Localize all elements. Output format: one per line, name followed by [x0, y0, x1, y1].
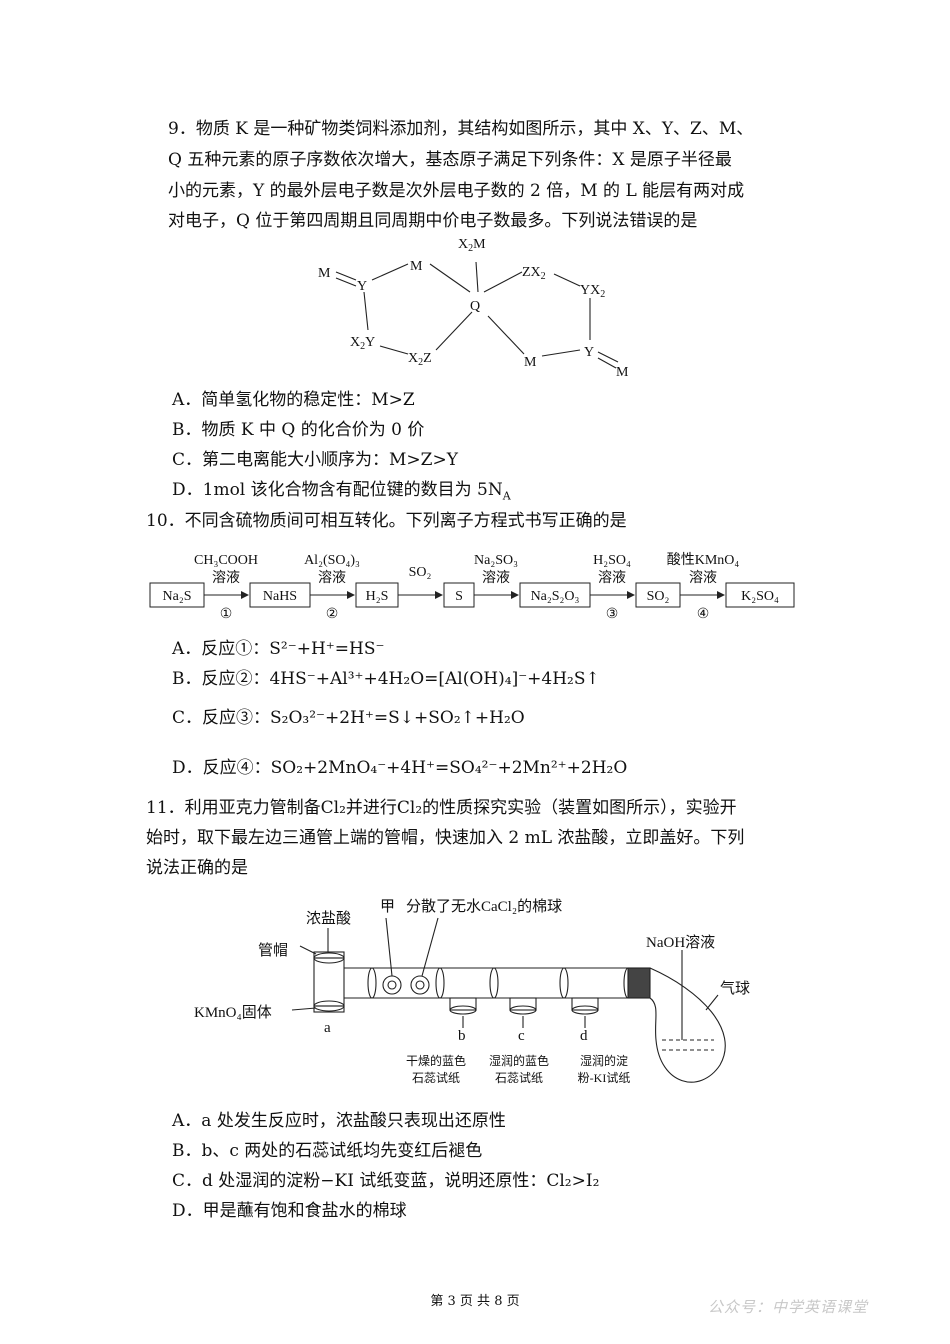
d-desc-line-1: 湿润的淀 [580, 1053, 628, 1068]
q9-option-c: C．第二电离能大小顺序为：M>Z>Y [172, 450, 458, 470]
q11-stem-line-2: 始时，取下最左边三通管上端的管帽，快速加入 2 mL 浓盐酸，立即盖好。下列 [146, 828, 745, 848]
q9-option-d: D．1mol 该化合物含有配位键的数目为 5NA [172, 480, 511, 503]
reagent-6-line-2: 溶液 [689, 570, 717, 586]
reagent-1-line-1: CH₃COOH [194, 553, 258, 568]
q11-option-c: C．d 处湿润的淀粉−KI 试纸变蓝，说明还原性：Cl₂>I₂ [172, 1171, 600, 1191]
q10-option-c: C．反应③：S₂O₃²⁻+2H⁺=S↓+SO₂↑+H₂O [172, 708, 525, 728]
reagent-2-line-1: Al₂(SO₄)₃ [304, 553, 360, 568]
x2m-top-label: X2M [458, 237, 486, 254]
b-desc-line-1: 干燥的蓝色 [406, 1053, 466, 1068]
q10-option-b: B．反应②：4HS⁻+Al³⁺+4H₂O=[Al(OH)₄]⁻+4H₂S↑ [172, 669, 600, 689]
step-2-number: ② [326, 607, 339, 622]
watermark: 公众号：中学英语课堂 [708, 1298, 869, 1316]
q11-stem-line-1: 11．利用亚克力管制备Cl₂并进行Cl₂的性质探究实验（装置如图所示），实验开 [146, 798, 737, 818]
box-h2s: H₂S [366, 589, 389, 604]
reagent-4-line-1: Na₂SO₃ [474, 553, 518, 568]
cotton-label: 分散了无水CaCl₂的棉球 [406, 898, 562, 915]
reagent-6-line-1: 酸性KMnO₄ [667, 552, 740, 568]
step-1-number: ① [220, 607, 233, 622]
kmno4-label: KMnO₄固体 [194, 1004, 272, 1021]
reagent-5-line-1: H₂SO₄ [593, 553, 631, 568]
q10-stem: 10．不同含硫物质间可相互转化。下列离子方程式书写正确的是 [146, 511, 627, 531]
y-right-label: Y [584, 345, 594, 360]
q9-stem-line-3: 小的元素，Y 的最外层电子数是次外层电子数的 2 倍，M 的 L 能层有两对成 [168, 181, 745, 201]
q11-stem-line-3: 说法正确的是 [146, 858, 248, 878]
balloon-label: 气球 [720, 980, 750, 997]
c-desc-line-2: 石蕊试纸 [495, 1070, 543, 1085]
m-right-label: M [524, 355, 537, 370]
reagent-4-line-2: 溶液 [482, 570, 510, 586]
a-label: a [324, 1020, 331, 1036]
naoh-label: NaOH溶液 [646, 934, 715, 951]
step-4-number: ④ [697, 607, 710, 622]
q9-stem-line-2: Q 五种元素的原子序数依次增大，基态原子满足下列条件：X 是原子半径最 [168, 150, 732, 170]
box-so2: SO₂ [647, 589, 670, 604]
jia-label: 甲 [380, 899, 395, 915]
conc-hcl-label: 浓盐酸 [306, 910, 351, 927]
q11-option-b: B．b、c 两处的石蕊试纸均先变红后褪色 [172, 1141, 483, 1161]
q9-option-b: B．物质 K 中 Q 的化合价为 0 价 [172, 420, 425, 440]
m-right-double-label: M [616, 365, 629, 380]
d-desc-line-2: 粉-KI试纸 [578, 1070, 631, 1085]
q11-option-d: D．甲是蘸有饱和食盐水的棉球 [172, 1201, 407, 1221]
x2z-label: X2Z [408, 351, 432, 368]
c-label: c [518, 1028, 525, 1044]
reagent-2-line-2: 溶液 [318, 570, 346, 586]
q10-option-d: D．反应④：SO₂+2MnO₄⁻+4H⁺=SO₄²⁻+2Mn²⁺+2H₂O [172, 758, 628, 778]
box-nahs: NaHS [263, 589, 297, 604]
c-desc-line-1: 湿润的蓝色 [489, 1053, 549, 1068]
reagent-1-line-2: 溶液 [212, 570, 240, 586]
reagent-3: SO₂ [409, 565, 432, 580]
q-center-label: Q [470, 299, 480, 314]
b-desc-line-2: 石蕊试纸 [412, 1070, 460, 1085]
d-label: d [580, 1028, 588, 1044]
zx2-label: ZX2 [522, 265, 546, 282]
m-left-top-label: M [410, 259, 423, 274]
q9-option-a: A．简单氢化物的稳定性：M>Z [172, 390, 415, 410]
y-left-label: Y [357, 279, 367, 294]
reagent-5-line-2: 溶液 [598, 570, 626, 586]
q9-stem-line-1: 9．物质 K 是一种矿物类饲料添加剂，其结构如图所示，其中 X、Y、Z、M、 [168, 119, 754, 139]
q11-option-a: A．a 处发生反应时，浓盐酸只表现出还原性 [172, 1111, 506, 1131]
page-footer: 第 3 页 共 8 页 [430, 1294, 520, 1309]
cap-label: 管帽 [258, 942, 288, 959]
m-left-double-label: M [318, 266, 331, 281]
b-label: b [458, 1028, 466, 1044]
box-na2s: Na₂S [163, 589, 192, 604]
q10-option-a: A．反应①：S²⁻+H⁺=HS⁻ [172, 639, 385, 659]
x2y-label: X2Y [350, 335, 375, 352]
step-3-number: ③ [606, 607, 619, 622]
box-na2s2o3: Na₂S₂O₃ [531, 589, 580, 604]
box-k2so4: K₂SO₄ [741, 589, 779, 604]
box-s: S [455, 589, 463, 604]
q9-stem-line-4: 对电子，Q 位于第四周期且同周期中价电子数最多。下列说法错误的是 [168, 211, 698, 231]
yx2-label: YX2 [580, 283, 605, 300]
